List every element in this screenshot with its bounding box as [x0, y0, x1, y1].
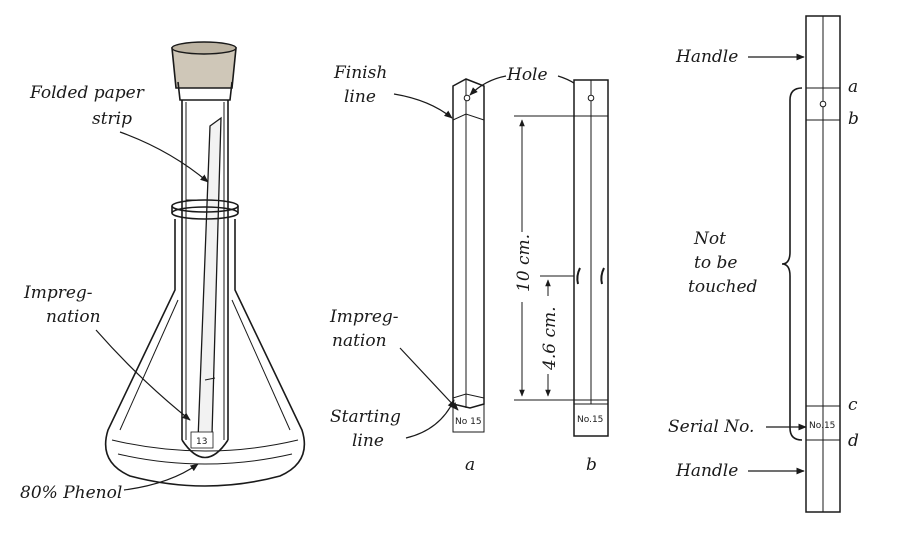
label-4-6cm: 4.6 cm.	[540, 307, 560, 371]
arrow-impregnation-strip	[399, 347, 459, 411]
label-not-touched-3: touched	[688, 277, 758, 297]
flask-outline	[104, 219, 306, 487]
label-not-touched-2: to be	[694, 253, 737, 273]
strip-a-hole	[463, 94, 471, 102]
strip-a: No 15 Finish line Hole Impreg- nation St…	[329, 63, 589, 475]
flask-illustration: 13 Folded paper strip Impreg- nation 80%…	[20, 41, 306, 503]
folded-paper-strip: 13	[186, 116, 222, 449]
tube-bottom	[181, 439, 229, 459]
label-handle-top: Handle	[675, 47, 738, 67]
strip-b-caption: b	[586, 455, 597, 475]
label-phenol: 80% Phenol	[20, 483, 122, 503]
label-impregnation-strip: Impreg-	[329, 307, 399, 327]
label-finish-line-2: line	[344, 87, 376, 107]
label-10cm: 10 cm.	[514, 234, 534, 292]
strip-b-fold-mark-right	[600, 267, 605, 285]
arrow-finish-line	[393, 93, 453, 119]
label-impregnation-flask: Impreg-	[23, 283, 93, 303]
mark-c: c	[848, 395, 858, 415]
strip-b-fold-mark-left	[576, 267, 581, 285]
label-impregnation-strip-2: nation	[332, 331, 387, 351]
mark-b: b	[848, 109, 859, 129]
arrow-impregnation-flask	[95, 329, 191, 421]
phenol-liquid	[117, 453, 293, 465]
dimension-lines: 10 cm. 4.6 cm.	[512, 115, 574, 401]
label-hole: Hole	[506, 65, 548, 85]
label-folded-paper-strip: Folded paper	[29, 83, 145, 103]
label-serial-no: Serial No.	[668, 417, 754, 437]
label-starting-line: Starting	[330, 407, 401, 427]
tube-number: 13	[196, 437, 207, 447]
strip-b-number: No.15	[577, 415, 603, 425]
strip-handling: No.15 a b c d Handle Handle Serial No. N…	[668, 15, 859, 513]
label-starting-line-2: line	[352, 431, 384, 451]
strip-a-caption: a	[465, 455, 475, 475]
strip-a-starting-line	[452, 393, 485, 399]
brace-not-touched	[781, 87, 803, 441]
arrow-phenol	[123, 463, 199, 491]
label-impregnation-flask-2: nation	[46, 307, 101, 327]
label-not-touched: Not	[693, 229, 726, 249]
arrow-hole-a	[469, 75, 507, 96]
strip-b-hole	[587, 94, 595, 102]
label-folded-paper-strip-2: strip	[92, 109, 132, 129]
strip-a-number: No 15	[455, 417, 482, 427]
strip-a-outline	[452, 78, 485, 409]
tube-number-tag	[190, 431, 214, 449]
flask-body	[104, 199, 306, 487]
tube-rim	[177, 81, 233, 101]
label-handle-bottom: Handle	[675, 461, 738, 481]
label-finish-line: Finish	[333, 63, 387, 83]
mark-a: a	[848, 77, 858, 97]
strip-b: No.15 b	[573, 79, 609, 475]
strip-a-finish-line	[452, 113, 485, 121]
arrow-paper-strip	[119, 131, 209, 183]
mark-d: d	[848, 431, 859, 451]
strip-c-number: No.15	[809, 421, 835, 431]
cork-top	[171, 41, 237, 55]
arrow-starting-line	[405, 399, 455, 439]
strip-c-hole	[819, 100, 827, 108]
